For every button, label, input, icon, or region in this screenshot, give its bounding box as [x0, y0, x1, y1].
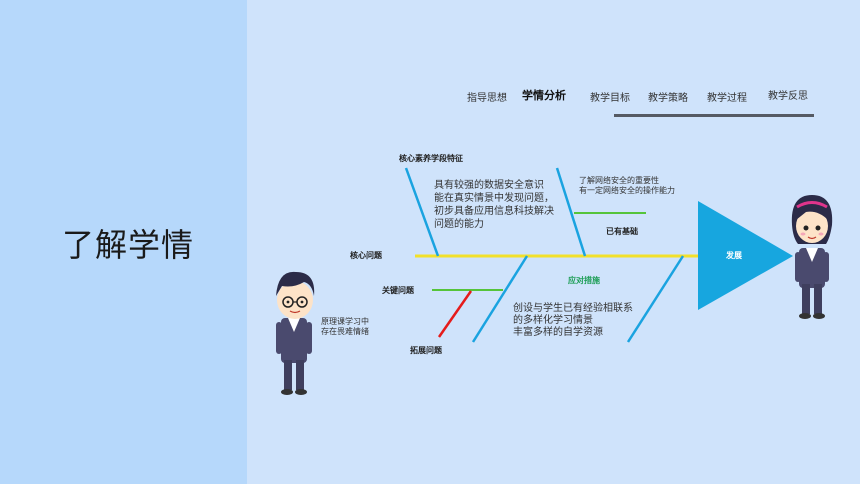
- key-problem-label: 关键问题: [382, 285, 415, 295]
- student-note-line: 原理课学习中: [321, 316, 369, 326]
- core-problem-label: 核心问题: [350, 250, 383, 260]
- nav-underline: [614, 114, 814, 117]
- nav-item-teaching-reflection[interactable]: 教学反思: [768, 91, 808, 102]
- literacy-text-line: 问题的能力: [434, 217, 484, 230]
- measures-label: 应对措施: [568, 275, 600, 285]
- measures-text-line: 创设与学生已有经验相联系: [513, 301, 633, 314]
- literacy-text-line: 具有较强的数据安全意识: [434, 178, 544, 191]
- head-label: 发展: [725, 250, 742, 260]
- nav-item-teaching-goals[interactable]: 教学目标: [590, 93, 630, 104]
- foundation-text-line: 了解网络安全的重要性: [579, 175, 659, 185]
- core-literacy-label: 核心素养学段特征: [399, 153, 463, 163]
- upper-bone-right: [555, 167, 587, 257]
- girl-student-illustration: [791, 195, 833, 319]
- upper-bone-left: [404, 167, 440, 257]
- student-note-line: 存在畏难情绪: [321, 326, 369, 336]
- nav-item-teaching-process[interactable]: 教学过程: [707, 93, 747, 104]
- measures-text-line: 的多样化学习情景: [513, 313, 593, 326]
- fishbone-head: [698, 201, 793, 310]
- literacy-text-line: 初步具备应用信息科技解决: [434, 204, 554, 217]
- measures-text-line: 丰富多样的自学资源: [513, 325, 603, 338]
- foundation-text-line: 有一定网络安全的操作能力: [579, 185, 675, 195]
- top-navigation: 指导思想 学情分析 教学目标 教学策略 教学过程 教学反思: [0, 89, 860, 109]
- boy-student-illustration: [276, 271, 315, 395]
- nav-item-teaching-strategy[interactable]: 教学策略: [648, 93, 688, 104]
- sidebar-panel: [0, 0, 247, 484]
- lower-bone-left: [471, 255, 529, 343]
- foundation-label: 已有基础: [606, 226, 638, 236]
- lower-bone-right: [626, 255, 685, 343]
- nav-item-learning-analysis[interactable]: 学情分析: [522, 89, 566, 102]
- literacy-text-line: 能在真实情景中发现问题，: [434, 191, 554, 204]
- page-title: 了解学情: [62, 226, 195, 264]
- extend-problem-label: 拓展问题: [410, 345, 443, 355]
- red-bar-extend: [437, 290, 473, 338]
- nav-item-guiding-thought[interactable]: 指导思想: [467, 93, 507, 104]
